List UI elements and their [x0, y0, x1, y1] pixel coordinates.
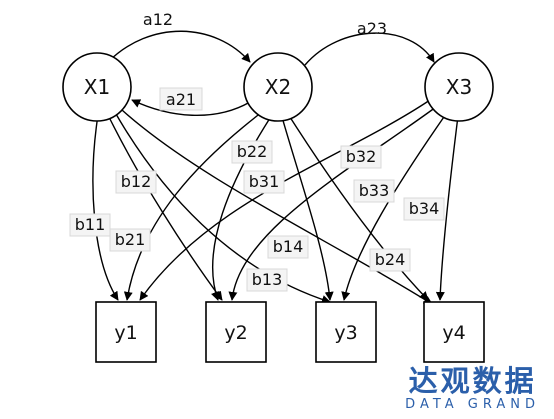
obs-node-y2-label: y2 — [224, 322, 247, 344]
state-node-x1: X1 — [62, 52, 132, 122]
label-b21: b21 — [115, 230, 146, 249]
label-b33: b33 — [359, 181, 390, 200]
edge-b14 — [121, 109, 433, 305]
state-node-x2: X2 — [243, 52, 313, 122]
obs-node-y2: y2 — [205, 301, 267, 363]
obs-node-y1: y1 — [95, 301, 157, 363]
edge-b33 — [341, 113, 447, 301]
edge-a23 — [304, 32, 435, 66]
label-a12: a12 — [143, 10, 173, 29]
brand-name-en: DATA GRAND — [405, 397, 540, 412]
edge-b32 — [228, 106, 437, 301]
obs-node-y3: y3 — [315, 301, 377, 363]
state-node-x2-label: X2 — [265, 75, 291, 99]
edge-b22 — [211, 114, 273, 301]
label-b12: b12 — [121, 172, 152, 191]
label-b31: b31 — [249, 172, 280, 191]
obs-node-y4: y4 — [423, 301, 485, 363]
edge-b23 — [281, 116, 334, 301]
state-node-x3-label: X3 — [446, 75, 472, 99]
label-b14: b14 — [273, 237, 304, 256]
state-node-x1-label: X1 — [84, 75, 110, 99]
label-b13: b13 — [252, 270, 283, 289]
obs-node-y1-label: y1 — [114, 322, 137, 344]
state-node-x3: X3 — [424, 52, 494, 122]
edge-b34 — [435, 115, 459, 301]
edge-b11 — [92, 114, 119, 301]
label-b32: b32 — [346, 147, 377, 166]
edge-b21 — [123, 111, 263, 301]
label-a23: a23 — [357, 19, 387, 38]
edge-b24 — [287, 113, 429, 301]
brand-logo: 达观数据 DATA GRAND — [405, 365, 540, 413]
label-a21: a21 — [166, 90, 196, 109]
label-b11: b11 — [75, 215, 106, 234]
brand-name-cn: 达观数据 — [408, 364, 537, 398]
edge-b12 — [107, 114, 223, 301]
edge-a12 — [107, 30, 251, 63]
edge-a21 — [131, 99, 251, 116]
edge-b13 — [115, 113, 331, 304]
obs-node-y3-label: y3 — [334, 322, 357, 344]
label-b22: b22 — [237, 142, 268, 161]
label-b24: b24 — [375, 250, 406, 269]
label-b34: b34 — [409, 199, 440, 218]
obs-node-y4-label: y4 — [442, 322, 465, 344]
